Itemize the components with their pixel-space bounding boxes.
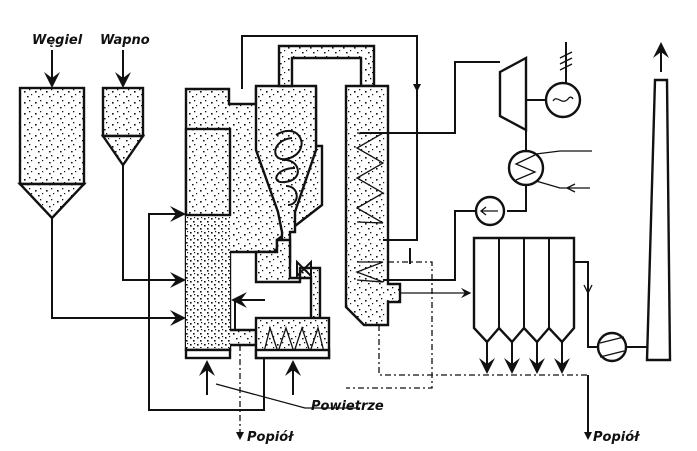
lime-bin-cone	[100, 134, 146, 168]
fan-inlet-line	[574, 261, 598, 348]
economizer-coil	[355, 261, 384, 283]
coal-label: Węgiel	[32, 33, 83, 48]
cyclone-vortex	[274, 129, 303, 206]
feedwater-line	[383, 210, 476, 281]
coal-feed-line	[51, 218, 186, 326]
condensate-line	[507, 185, 527, 212]
air-label: Powietrze	[311, 399, 384, 414]
lime-hopper	[100, 50, 146, 168]
live-steam-line	[360, 61, 500, 134]
ash-left-label: Popiół	[247, 430, 294, 445]
economizer-return	[346, 261, 433, 389]
ash-left-arrow	[236, 432, 244, 440]
condenser-coil	[514, 154, 537, 181]
chimney-stack	[645, 78, 672, 362]
ash-right-arrow	[584, 432, 592, 440]
steam-return-line	[241, 35, 418, 241]
cooling-water-in	[535, 180, 590, 189]
secondary-air-line	[148, 206, 265, 411]
air-leader-line	[215, 383, 360, 409]
crossover-duct	[277, 44, 376, 88]
pump-arrow-icon	[479, 206, 498, 216]
lime-feed-line	[122, 165, 186, 288]
electrostatic-precipitator	[472, 236, 576, 374]
generator-icon	[544, 81, 582, 119]
backpass	[344, 84, 402, 327]
lime-label: Wapno	[100, 33, 150, 48]
fan-inlet-arrow	[583, 284, 593, 295]
steam-line-arrow	[413, 84, 421, 92]
return-valve-icon	[296, 259, 312, 279]
ash-right-label: Popiół	[593, 430, 640, 445]
coal-bin-cone	[17, 182, 87, 220]
ehe-return	[234, 300, 256, 331]
superheater-coil	[355, 132, 386, 224]
turbine-icon	[498, 55, 528, 133]
lime-bin	[101, 86, 145, 138]
loop-seal	[254, 238, 322, 332]
cooling-water-arrow	[565, 183, 576, 193]
cooling-water-out	[535, 150, 592, 155]
coal-hopper	[17, 50, 87, 220]
ac-symbol-icon	[552, 96, 574, 102]
combustor-grate	[184, 348, 232, 360]
power-bus-marks-icon	[559, 51, 573, 71]
ash-collection-line	[378, 325, 588, 376]
coal-bin	[18, 86, 86, 186]
combustor-upper	[184, 127, 232, 217]
fan-blades-icon	[599, 336, 625, 358]
ehe-grate	[254, 348, 331, 360]
